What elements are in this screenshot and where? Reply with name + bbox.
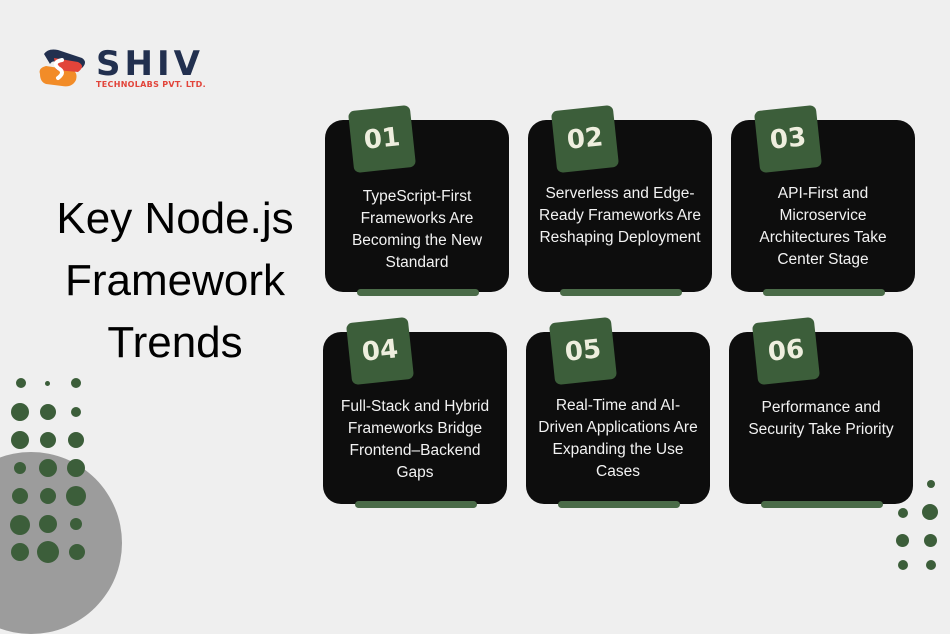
logo-mark-icon — [39, 49, 85, 87]
card-text: Full-Stack and Hybrid Frameworks Bridge … — [340, 398, 490, 481]
card-accent-bar — [763, 289, 885, 296]
card-accent-bar — [558, 501, 680, 508]
brand-subtitle: TECHNOLABS PVT. LTD. — [96, 80, 206, 89]
card-accent-bar — [355, 501, 477, 508]
brand-logo: SHIV TECHNOLABS PVT. LTD. — [38, 44, 208, 92]
card-text: API-First and Microservice Architectures… — [759, 185, 887, 268]
card-text: Performance and Security Take Priority — [748, 399, 894, 438]
trend-card-3: 03 API-First and Microservice Architectu… — [731, 104, 915, 296]
trend-card-4: 04 Full-Stack and Hybrid Frameworks Brid… — [323, 316, 507, 508]
card-text: Serverless and Edge-Ready Frameworks Are… — [539, 185, 701, 246]
card-accent-bar — [357, 289, 479, 296]
trend-card-1: 01 TypeScript-First Frameworks Are Becom… — [325, 104, 509, 296]
card-text: Real-Time and AI-Driven Applications Are… — [538, 397, 698, 480]
card-accent-bar — [560, 289, 682, 296]
number-badge: 06 — [751, 316, 821, 386]
page-title: Key Node.js Framework Trends — [56, 194, 294, 367]
trend-card-5: 05 Real-Time and AI-Driven Applications … — [526, 316, 710, 508]
number-badge: 01 — [347, 104, 417, 174]
trend-card-6: 06 Performance and Security Take Priorit… — [729, 316, 913, 508]
card-text: TypeScript-First Frameworks Are Becoming… — [351, 188, 483, 271]
trend-card-2: 02 Serverless and Edge-Ready Frameworks … — [528, 104, 712, 296]
number-badge: 04 — [345, 316, 415, 386]
number-badge: 05 — [548, 316, 618, 386]
number-badge: 02 — [550, 104, 620, 174]
brand-name: SHIV — [96, 44, 204, 84]
number-badge: 03 — [753, 104, 823, 174]
card-accent-bar — [761, 501, 883, 508]
